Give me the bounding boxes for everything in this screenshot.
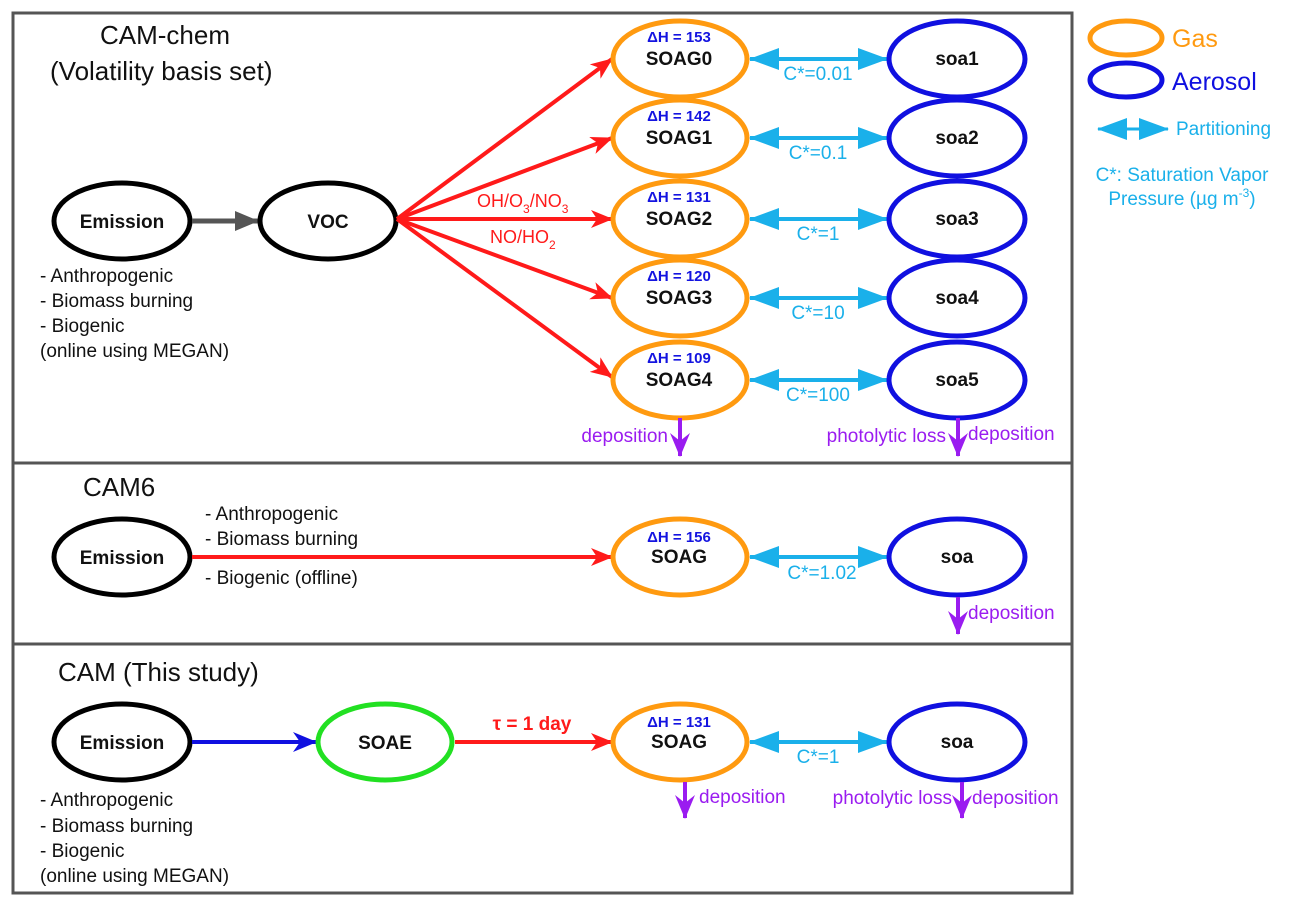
cam-study-source-0: - Anthropogenic — [40, 790, 173, 811]
legend-partitioning-label: Partitioning — [1176, 119, 1271, 140]
cam-study-source-3: (online using MEGAN) — [40, 866, 229, 887]
cam6-emission-node — [51, 516, 193, 598]
cstar-label: C*=0.1 — [789, 143, 848, 164]
gas-node-soag0 — [610, 18, 750, 100]
aerosol-node-label: soa2 — [935, 128, 978, 149]
legend-cstar-line2: Pressure (µg m-3) — [1108, 186, 1255, 210]
legend-gas-label: Gas — [1172, 25, 1218, 53]
cam-study-source-1: - Biomass burning — [40, 816, 193, 837]
aerosol-node-label: soa3 — [935, 209, 978, 230]
aerosol-node-label: soa4 — [935, 288, 979, 309]
cam6-soag-dh: ΔH = 156 — [647, 529, 711, 546]
cam6-soa-label: soa — [941, 547, 974, 568]
gas-node-label: SOAG4 — [646, 370, 713, 391]
gas-node-soag2 — [610, 178, 750, 260]
legend-gas-swatch — [1087, 18, 1165, 58]
aerosol-node-soa3 — [886, 178, 1028, 260]
camchem-photolytic-loss-label: photolytic loss — [827, 426, 946, 447]
panel-cam-study — [11, 642, 1074, 895]
legend-cstar-line1: C*: Saturation Vapor — [1096, 165, 1270, 186]
cam6-source-2: - Biogenic (offline) — [205, 568, 358, 589]
cam6-source-1: - Biomass burning — [205, 529, 358, 550]
cam6-soa-node — [886, 516, 1028, 598]
oxidants-label-1: OH/O3/NO3 — [477, 191, 569, 216]
cam6-title: CAM6 — [83, 472, 155, 502]
voc-to-soag1-arrow — [396, 136, 613, 221]
cam6-aerosol-deposition-label: deposition — [968, 603, 1055, 624]
cam-study-emission-label: Emission — [80, 733, 164, 754]
cam-study-cstar: C*=1 — [797, 747, 840, 768]
legend-aerosol-label: Aerosol — [1172, 68, 1257, 96]
camchem-subtitle: (Volatility basis set) — [50, 56, 273, 86]
oxidants-label-2: NO/HO2 — [490, 227, 556, 252]
camchem-source-3: (online using MEGAN) — [40, 341, 229, 362]
aerosol-node-soa4 — [886, 257, 1028, 339]
cam-study-soag-label: SOAG — [651, 732, 707, 753]
aerosol-node-soa2 — [886, 97, 1028, 179]
camchem-emission-node — [51, 180, 193, 262]
cam-study-soag-node — [610, 701, 750, 783]
cam6-soag-label: SOAG — [651, 547, 707, 568]
gas-node-soag1 — [610, 97, 750, 179]
camchem-voc-label: VOC — [307, 212, 348, 233]
gas-dh-label: ΔH = 142 — [647, 108, 711, 125]
gas-node-label: SOAG1 — [646, 128, 713, 149]
voc-to-soag3-arrow — [396, 217, 613, 300]
gas-node-label: SOAG2 — [646, 209, 713, 230]
camchem-aerosol-deposition-label: deposition — [968, 424, 1055, 445]
camchem-emission-label: Emission — [80, 212, 164, 233]
camchem-reaction-arrows — [395, 57, 614, 379]
gas-node-soag3 — [610, 257, 750, 339]
cstar-label: C*=0.01 — [783, 64, 852, 85]
gas-dh-label: ΔH = 131 — [647, 189, 711, 206]
legend: Gas Aerosol Partitioning C*: Saturation … — [1087, 18, 1271, 210]
cam-study-source-2: - Biogenic — [40, 841, 125, 862]
cstar-label: C*=1 — [797, 224, 840, 245]
cam-study-photolytic-loss-label: photolytic loss — [833, 788, 952, 809]
cam-study-emission-node — [51, 701, 193, 783]
camchem-source-0: - Anthropogenic — [40, 266, 173, 287]
voc-to-soag4-arrow — [395, 217, 614, 379]
voc-to-soag0-arrow — [395, 57, 614, 221]
cstar-label: C*=100 — [786, 385, 850, 406]
gas-node-label: SOAG0 — [646, 49, 713, 70]
cam-study-soag-dh: ΔH = 131 — [647, 714, 711, 731]
cam-study-tau-label: τ = 1 day — [493, 714, 572, 735]
camchem-title: CAM-chem — [100, 20, 230, 50]
aerosol-node-label: soa5 — [935, 370, 979, 391]
cam6-emission-label: Emission — [80, 548, 164, 569]
gas-dh-label: ΔH = 120 — [647, 268, 711, 285]
aerosol-node-soa1 — [886, 18, 1028, 100]
panel-cam6 — [11, 461, 1074, 646]
camchem-voc-node — [257, 180, 399, 262]
camchem-source-1: - Biomass burning — [40, 291, 193, 312]
cam6-cstar: C*=1.02 — [787, 563, 856, 584]
gas-dh-label: ΔH = 109 — [647, 350, 711, 367]
cam6-source-0: - Anthropogenic — [205, 504, 338, 525]
cam-study-aerosol-deposition-label: deposition — [972, 788, 1059, 809]
cstar-label: C*=10 — [791, 303, 844, 324]
camchem-source-2: - Biogenic — [40, 316, 125, 337]
legend-aerosol-swatch — [1087, 60, 1165, 100]
cam-study-soae-label: SOAE — [358, 733, 412, 754]
camchem-gas-deposition-label: deposition — [581, 426, 668, 447]
cam-study-soa-node — [886, 701, 1028, 783]
cam-study-title: CAM (This study) — [58, 657, 259, 687]
gas-dh-label: ΔH = 153 — [647, 29, 711, 46]
cam-study-gas-deposition-label: deposition — [699, 787, 786, 808]
gas-node-label: SOAG3 — [646, 288, 713, 309]
cam-study-soae-node — [315, 701, 455, 783]
aerosol-node-label: soa1 — [935, 49, 979, 70]
cam6-soag-node — [610, 516, 750, 598]
cam-study-soa-label: soa — [941, 732, 974, 753]
